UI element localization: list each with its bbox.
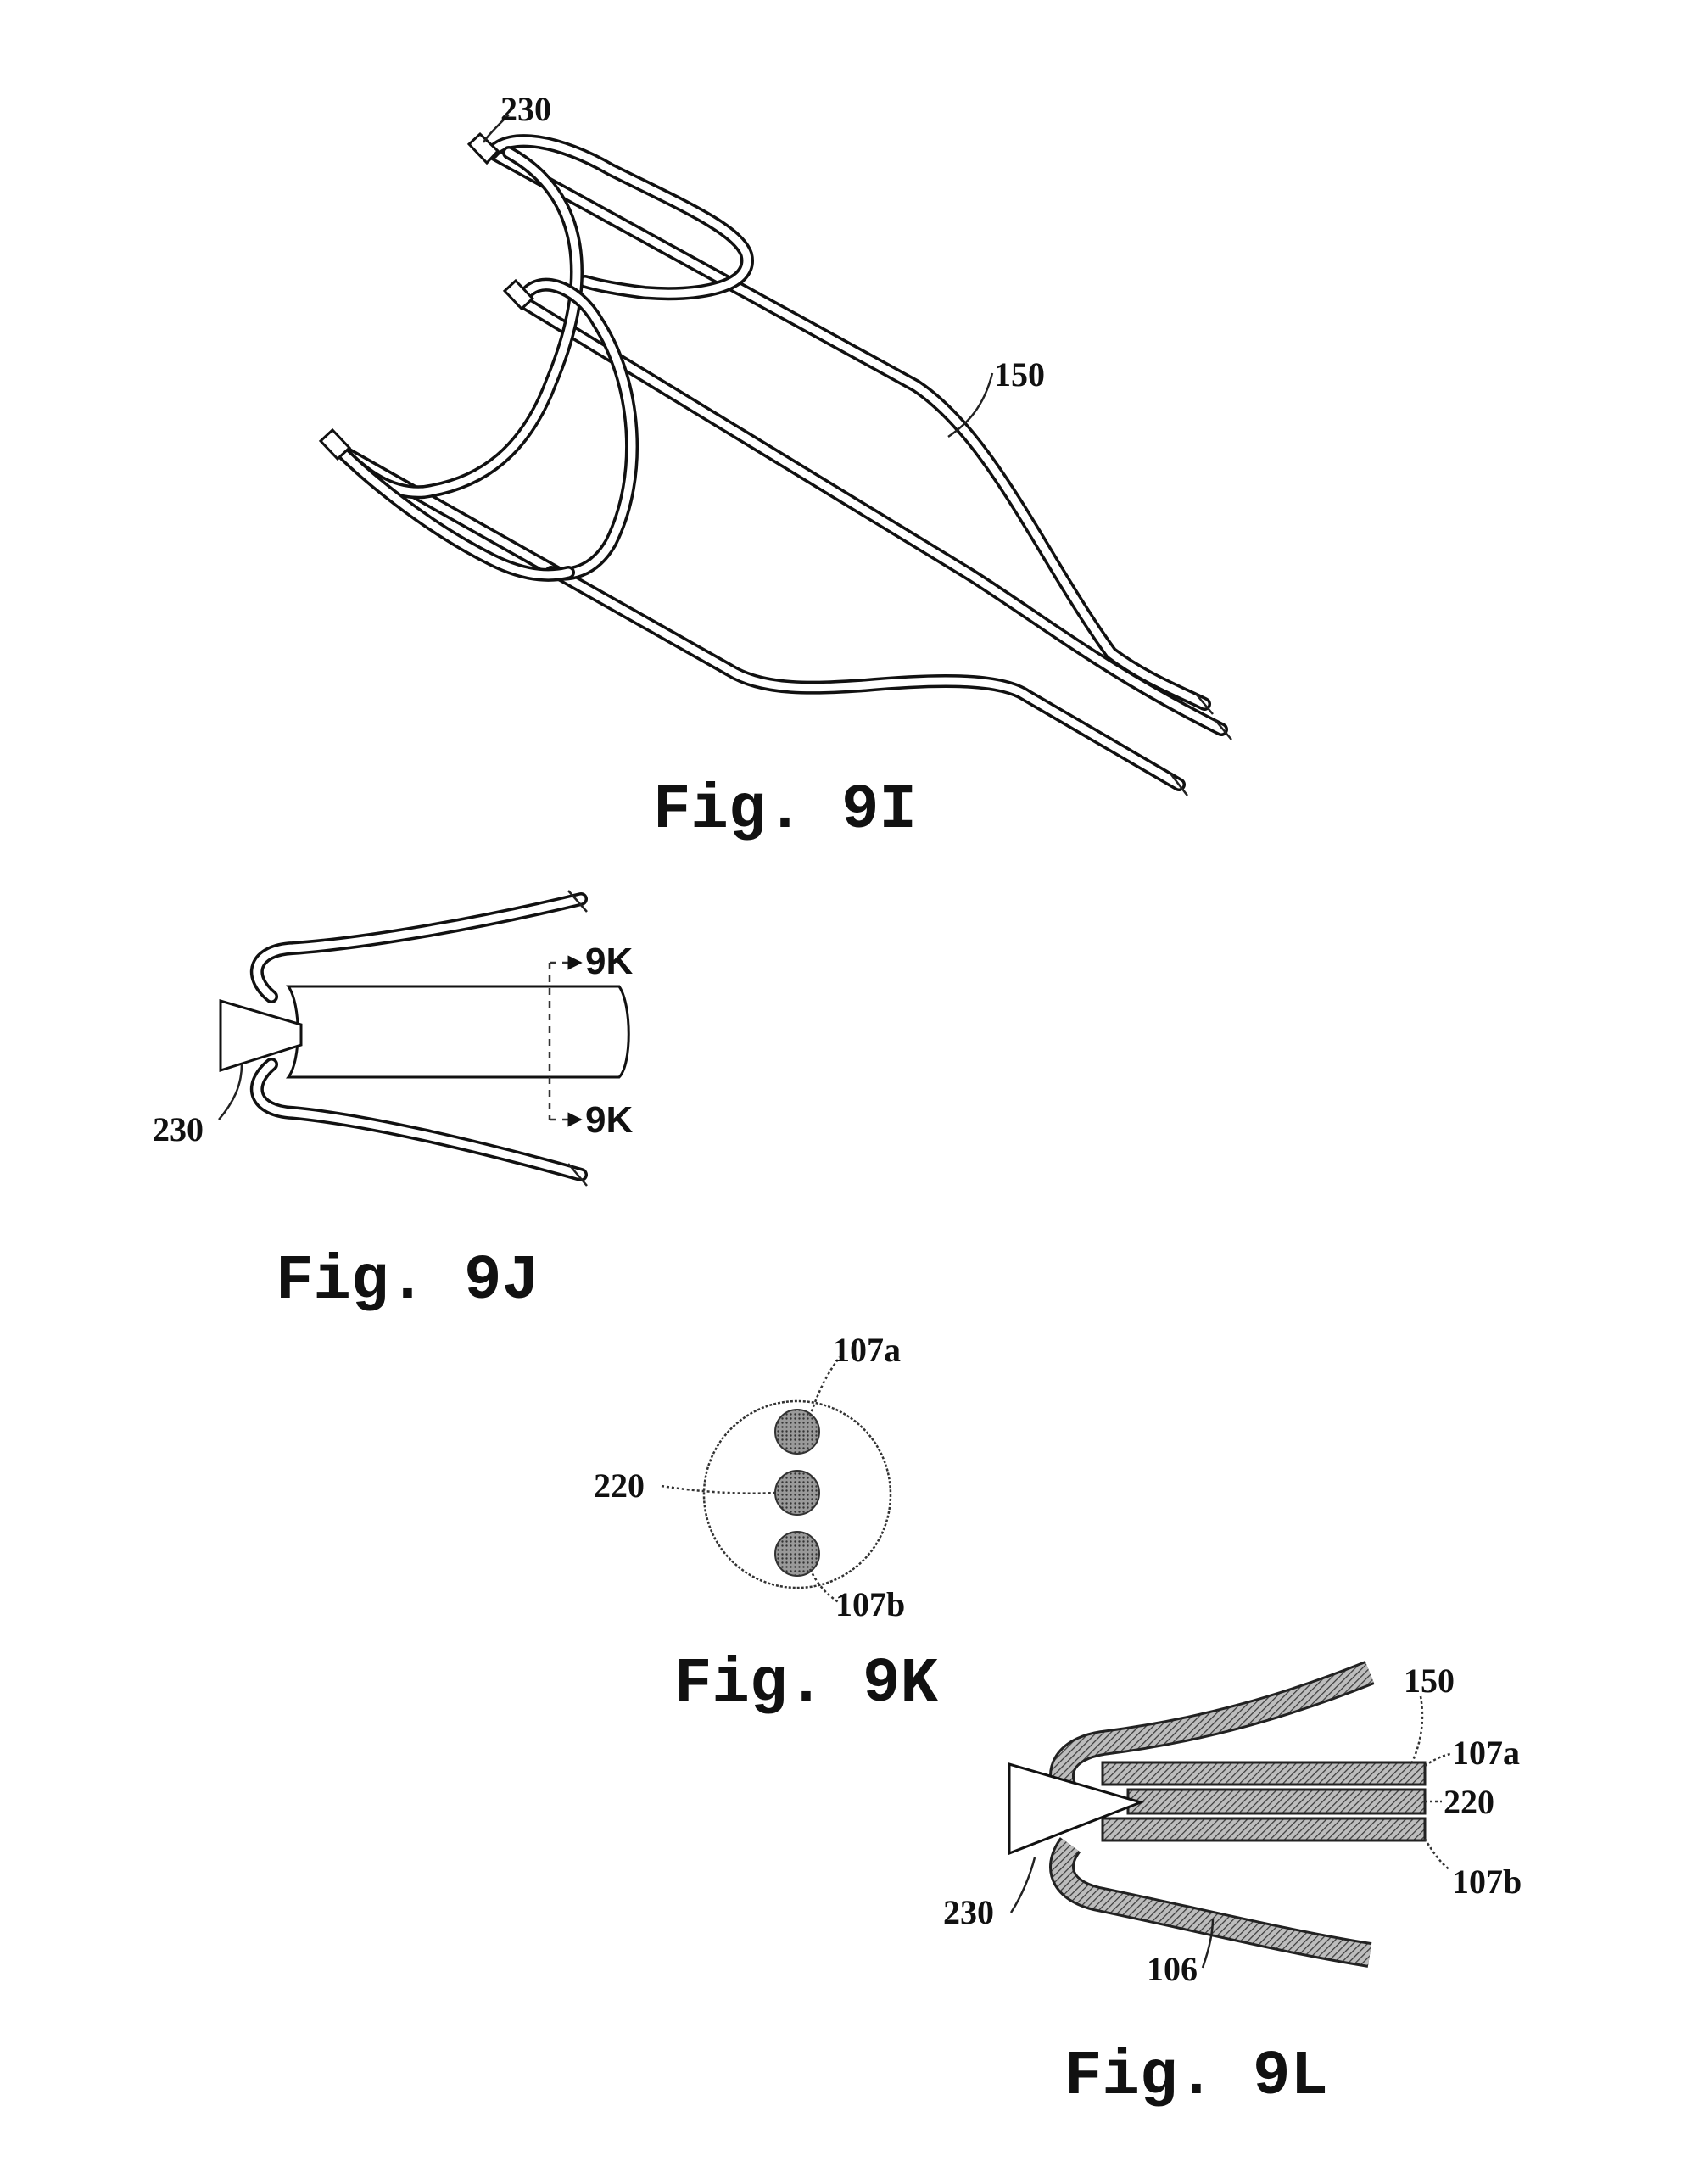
arm-cut-ends — [567, 890, 588, 1187]
label-150: 150 — [994, 355, 1045, 394]
frame-loop-middle — [515, 277, 639, 581]
frame-150-upper — [1049, 1661, 1375, 1806]
label-230-l: 230 — [943, 1893, 994, 1931]
caption-fig-9l: Fig. 9L — [1064, 2042, 1328, 2113]
leader-107a-k — [808, 1356, 841, 1417]
caption-fig-9i: Fig. 9I — [653, 775, 917, 846]
label-107a-l: 107a — [1452, 1734, 1520, 1772]
frame-strut-middle — [515, 294, 1228, 736]
leader-107a-l — [1424, 1752, 1451, 1768]
label-230-j: 230 — [153, 1110, 204, 1148]
leader-230-l — [1009, 1857, 1036, 1913]
section-label-top: 9K — [585, 941, 633, 982]
label-106: 106 — [1147, 1950, 1198, 1988]
leader-150-l — [1410, 1695, 1424, 1763]
figure-9j: 9K 9K 230 Fig. 9J — [153, 890, 633, 1317]
frame-strut-top — [485, 146, 1211, 711]
figure-9l: 150 107a 220 107b 230 106 Fig. 9L — [943, 1661, 1522, 2113]
arm-upper — [249, 892, 588, 1003]
frame-loop-crossing — [332, 146, 584, 500]
caption-fig-9j: Fig. 9J — [276, 1246, 539, 1317]
label-107a-k: 107a — [833, 1331, 901, 1369]
anchor-230-cone — [219, 998, 303, 1073]
wire-107b — [774, 1531, 820, 1577]
anchor-230-top — [466, 131, 500, 165]
leader-107b-k — [808, 1568, 840, 1605]
caption-fig-9k: Fig. 9K — [674, 1649, 938, 1720]
strip-107b — [1101, 1817, 1427, 1842]
anchor-230-middle — [502, 278, 535, 311]
strip-220 — [1126, 1788, 1427, 1815]
leader-220-k — [661, 1484, 777, 1494]
label-220-l: 220 — [1444, 1783, 1494, 1821]
figure-9i: 230 150 Fig. 9I — [318, 90, 1232, 846]
label-220-k: 220 — [594, 1466, 645, 1505]
frame-loop-bottom — [332, 443, 575, 582]
label-107b-l: 107b — [1452, 1863, 1522, 1901]
label-230: 230 — [500, 90, 551, 128]
wire-107a — [774, 1409, 820, 1455]
arm-lower — [249, 1058, 588, 1181]
strip-107a — [1101, 1761, 1427, 1786]
frame-loop-top — [485, 134, 754, 301]
section-label-bottom: 9K — [585, 1099, 633, 1141]
strut-cut-ends — [1170, 693, 1232, 796]
label-107b-k: 107b — [835, 1585, 905, 1623]
leader-106 — [1201, 1918, 1215, 1969]
frame-150-lower — [1049, 1837, 1372, 1968]
figure-9k: 107a 220 107b Fig. 9K — [594, 1331, 938, 1720]
leader-107b-l — [1423, 1838, 1451, 1872]
leader-230 — [482, 114, 510, 143]
frame-strut-bottom — [332, 443, 1186, 791]
leader-230-j — [218, 1064, 243, 1120]
anchor-230-bottom — [318, 427, 352, 461]
delivery-tube — [286, 985, 630, 1079]
wire-220 — [774, 1470, 820, 1516]
anchor-230-l — [1008, 1762, 1145, 1856]
leader-150 — [947, 372, 994, 438]
label-150-l: 150 — [1404, 1662, 1455, 1700]
